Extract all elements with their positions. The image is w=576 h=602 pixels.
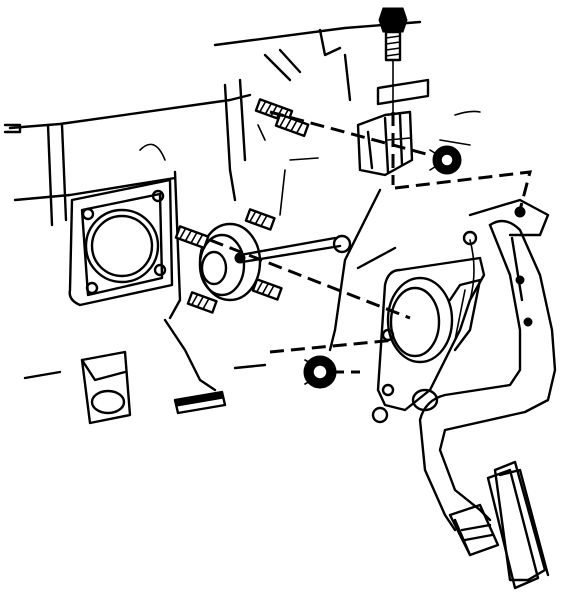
pedal-bracket <box>371 256 486 424</box>
brake-pedal-arm <box>411 198 557 532</box>
stud-hub-left <box>174 225 210 250</box>
nut-upper-right <box>429 145 462 175</box>
booster-pushrod <box>198 222 352 302</box>
upper-bolt <box>378 7 408 113</box>
lower-spacer <box>173 390 227 415</box>
brake-booster-mounting-plate <box>68 178 174 307</box>
stud-hub-lower-left <box>186 291 218 314</box>
retaining-nuts <box>303 145 462 389</box>
upper-bracket <box>356 78 430 177</box>
lower-panel-bracket <box>80 350 227 425</box>
firewall-panel <box>3 20 481 392</box>
pedal-pad <box>448 460 550 590</box>
stud-hub-top <box>244 208 276 231</box>
alignment-centerlines <box>209 110 533 374</box>
stud-hub-lower-right <box>251 278 283 301</box>
stud-upper-2 <box>274 113 310 138</box>
